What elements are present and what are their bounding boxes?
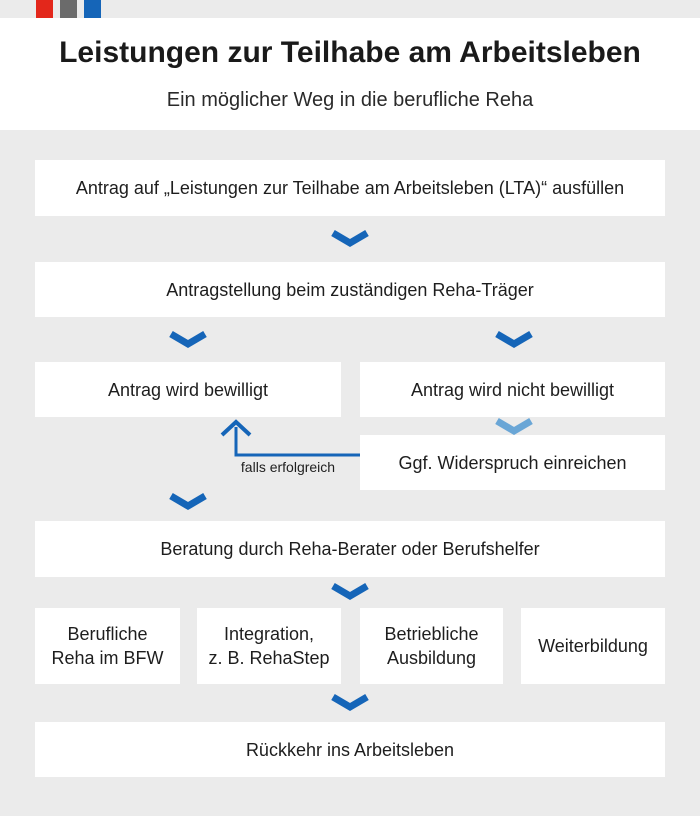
option-box-integration: Integration, z. B. RehaStep	[197, 608, 341, 684]
falls-erfolgreich-label: falls erfolgreich	[240, 459, 336, 475]
chevron-down-icon	[169, 330, 207, 349]
chevron-down-icon	[495, 330, 533, 349]
option-label-line2: Reha im BFW	[51, 648, 164, 668]
step-bewilligt-box: Antrag wird bewilligt	[35, 362, 341, 417]
chevron-down-icon	[331, 229, 369, 248]
option-box-weiterbildung: Weiterbildung	[521, 608, 665, 684]
option-label-line2: Ausbildung	[386, 648, 477, 668]
step-antrag-label: Antrag auf „Leistungen zur Teilhabe am A…	[75, 178, 625, 198]
gray-square	[60, 0, 77, 18]
option-label-line1: Betriebliche	[384, 624, 479, 644]
step-rueckkehr-box: Rückkehr ins Arbeitsleben	[35, 722, 665, 777]
step-bewilligt-label: Antrag wird bewilligt	[107, 379, 269, 400]
chevron-down-icon	[331, 693, 369, 712]
chevron-down-icon	[331, 582, 369, 601]
return-connector-line	[234, 427, 360, 457]
red-square	[36, 0, 53, 18]
page-subtitle: Ein möglicher Weg in die berufliche Reha	[166, 89, 534, 111]
step-widerspruch-label: Ggf. Widerspruch einreichen	[398, 452, 627, 473]
option-label-line2: z. B. RehaStep	[208, 648, 330, 668]
step-beratung-box: Beratung durch Reha-Berater oder Berufsh…	[35, 521, 665, 577]
chevron-down-icon	[495, 417, 533, 436]
step-antragstellung-box: Antragstellung beim zuständigen Reha-Trä…	[35, 262, 665, 317]
arrow-up-icon	[220, 419, 252, 437]
step-antragstellung-label: Antragstellung beim zuständigen Reha-Trä…	[166, 279, 534, 300]
option-label-line1: Weiterbildung	[538, 636, 648, 656]
option-label-line1: Berufliche	[67, 624, 148, 644]
step-widerspruch-box: Ggf. Widerspruch einreichen	[360, 435, 665, 490]
step-nicht-bewilligt-label: Antrag wird nicht bewilligt	[410, 379, 615, 400]
chevron-down-icon	[169, 492, 207, 511]
option-label-line1: Integration,	[223, 624, 315, 644]
page-title: Leistungen zur Teilhabe am Arbeitsleben	[59, 36, 641, 69]
step-beratung-label: Beratung durch Reha-Berater oder Berufsh…	[160, 539, 540, 559]
step-rueckkehr-label: Rückkehr ins Arbeitsleben	[245, 739, 455, 760]
option-box-bfw: Berufliche Reha im BFW	[35, 608, 180, 684]
option-box-ausbildung: Betriebliche Ausbildung	[360, 608, 503, 684]
step-nicht-bewilligt-box: Antrag wird nicht bewilligt	[360, 362, 665, 417]
blue-square	[84, 0, 101, 18]
header: Leistungen zur Teilhabe am Arbeitsleben …	[0, 18, 700, 130]
top-bar	[0, 0, 700, 18]
step-antrag-box: Antrag auf „Leistungen zur Teilhabe am A…	[35, 160, 665, 216]
